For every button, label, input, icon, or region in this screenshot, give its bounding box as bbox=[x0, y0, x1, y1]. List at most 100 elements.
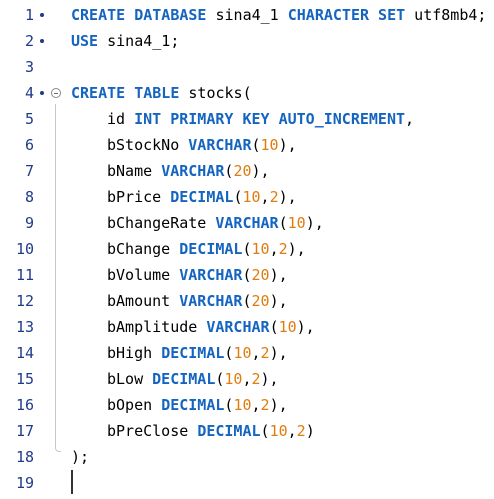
sql-text: ), bbox=[305, 214, 324, 232]
sql-keyword: DECIMAL bbox=[152, 370, 216, 388]
code-line[interactable]: 17 bPreClose DECIMAL(10,2) bbox=[0, 418, 494, 444]
line-code: ); bbox=[71, 444, 89, 470]
sql-number: 10 bbox=[287, 214, 306, 232]
sql-text: ( bbox=[224, 396, 234, 414]
code-line[interactable]: 19 bbox=[0, 470, 494, 496]
line-code: bName VARCHAR(20), bbox=[107, 158, 270, 184]
fold-guide-end bbox=[55, 444, 61, 452]
sql-number: 10 bbox=[251, 240, 270, 258]
sql-number: 10 bbox=[278, 318, 297, 336]
line-marker-dot bbox=[40, 91, 44, 95]
line-number: 13 bbox=[15, 318, 34, 336]
fold-guide-line bbox=[55, 104, 56, 444]
fold-collapse-icon[interactable] bbox=[51, 88, 61, 98]
sql-text: ( bbox=[215, 370, 225, 388]
line-number: 15 bbox=[15, 370, 34, 388]
line-number: 14 bbox=[15, 344, 34, 362]
line-code: bStockNo VARCHAR(10), bbox=[107, 132, 297, 158]
sql-text: bAmount bbox=[107, 292, 180, 310]
sql-text: , bbox=[260, 188, 270, 206]
sql-text: bLow bbox=[107, 370, 153, 388]
sql-text: ( bbox=[278, 214, 288, 232]
code-line[interactable]: 3 bbox=[0, 54, 494, 80]
sql-keyword: CREATE DATABASE bbox=[71, 6, 207, 24]
line-code: bAmplitude VARCHAR(10), bbox=[107, 314, 315, 340]
sql-text: , bbox=[251, 396, 261, 414]
sql-text: ), bbox=[269, 292, 288, 310]
line-number: 5 bbox=[24, 110, 34, 128]
sql-keyword: VARCHAR bbox=[215, 214, 279, 232]
sql-number: 20 bbox=[251, 292, 270, 310]
sql-text: ( bbox=[224, 344, 234, 362]
sql-keyword: DECIMAL bbox=[197, 422, 261, 440]
sql-text: ( bbox=[224, 162, 234, 180]
line-number: 4 bbox=[24, 84, 34, 102]
sql-text: ); bbox=[71, 448, 90, 466]
sql-number: 10 bbox=[224, 370, 243, 388]
sql-keyword: VARCHAR bbox=[179, 292, 243, 310]
code-line[interactable]: 4 CREATE TABLE stocks( bbox=[0, 80, 494, 106]
sql-text: ), bbox=[278, 136, 297, 154]
sql-text: id bbox=[107, 110, 135, 128]
sql-text: ), bbox=[251, 162, 270, 180]
line-number: 2 bbox=[24, 32, 34, 50]
code-line[interactable]: 13 bAmplitude VARCHAR(10), bbox=[0, 314, 494, 340]
line-code: bChangeRate VARCHAR(10), bbox=[107, 210, 324, 236]
sql-number: 2 bbox=[296, 422, 306, 440]
sql-text: ( bbox=[242, 266, 252, 284]
line-code: bChange DECIMAL(10,2), bbox=[107, 236, 306, 262]
sql-text: utf8mb4; bbox=[405, 6, 487, 24]
line-number: 19 bbox=[15, 474, 34, 492]
code-line[interactable]: 15 bLow DECIMAL(10,2), bbox=[0, 366, 494, 392]
line-code: bPreClose DECIMAL(10,2) bbox=[107, 418, 315, 444]
sql-number: 2 bbox=[260, 344, 270, 362]
line-code: bAmount VARCHAR(20), bbox=[107, 288, 288, 314]
sql-number: 2 bbox=[269, 188, 279, 206]
sql-text: ( bbox=[260, 422, 270, 440]
sql-text: , bbox=[287, 422, 297, 440]
sql-text: ( bbox=[233, 188, 243, 206]
sql-keyword: CHARACTER SET bbox=[287, 6, 406, 24]
sql-text: , bbox=[405, 110, 415, 128]
sql-text: sina4_1; bbox=[98, 32, 180, 50]
sql-text: ), bbox=[278, 188, 297, 206]
line-number: 3 bbox=[24, 58, 34, 76]
sql-text: ), bbox=[296, 318, 315, 336]
code-line[interactable]: 5 id INT PRIMARY KEY AUTO_INCREMENT, bbox=[0, 106, 494, 132]
sql-text: bName bbox=[107, 162, 162, 180]
sql-text: ), bbox=[269, 266, 288, 284]
sql-keyword: VARCHAR bbox=[206, 318, 270, 336]
sql-keyword: VARCHAR bbox=[188, 136, 252, 154]
line-code: id INT PRIMARY KEY AUTO_INCREMENT, bbox=[107, 106, 414, 132]
sql-text: ( bbox=[251, 136, 261, 154]
sql-keyword: USE bbox=[71, 32, 99, 50]
code-line[interactable]: 6 bStockNo VARCHAR(10), bbox=[0, 132, 494, 158]
sql-number: 20 bbox=[251, 266, 270, 284]
code-line[interactable]: 2 USE sina4_1; bbox=[0, 28, 494, 54]
code-line[interactable]: 18); bbox=[0, 444, 494, 470]
line-code: bOpen DECIMAL(10,2), bbox=[107, 392, 288, 418]
line-number: 17 bbox=[15, 422, 34, 440]
line-number: 6 bbox=[24, 136, 34, 154]
sql-keyword: VARCHAR bbox=[179, 266, 243, 284]
sql-text: bChange bbox=[107, 240, 180, 258]
sql-text: ( bbox=[242, 240, 252, 258]
sql-number: 2 bbox=[260, 396, 270, 414]
line-code: bLow DECIMAL(10,2), bbox=[107, 366, 279, 392]
sql-text: , bbox=[269, 240, 279, 258]
line-code: CREATE TABLE stocks( bbox=[71, 80, 252, 106]
sql-text: ( bbox=[269, 318, 279, 336]
sql-number: 10 bbox=[269, 422, 288, 440]
sql-number: 10 bbox=[233, 396, 252, 414]
line-number: 1 bbox=[24, 6, 34, 24]
